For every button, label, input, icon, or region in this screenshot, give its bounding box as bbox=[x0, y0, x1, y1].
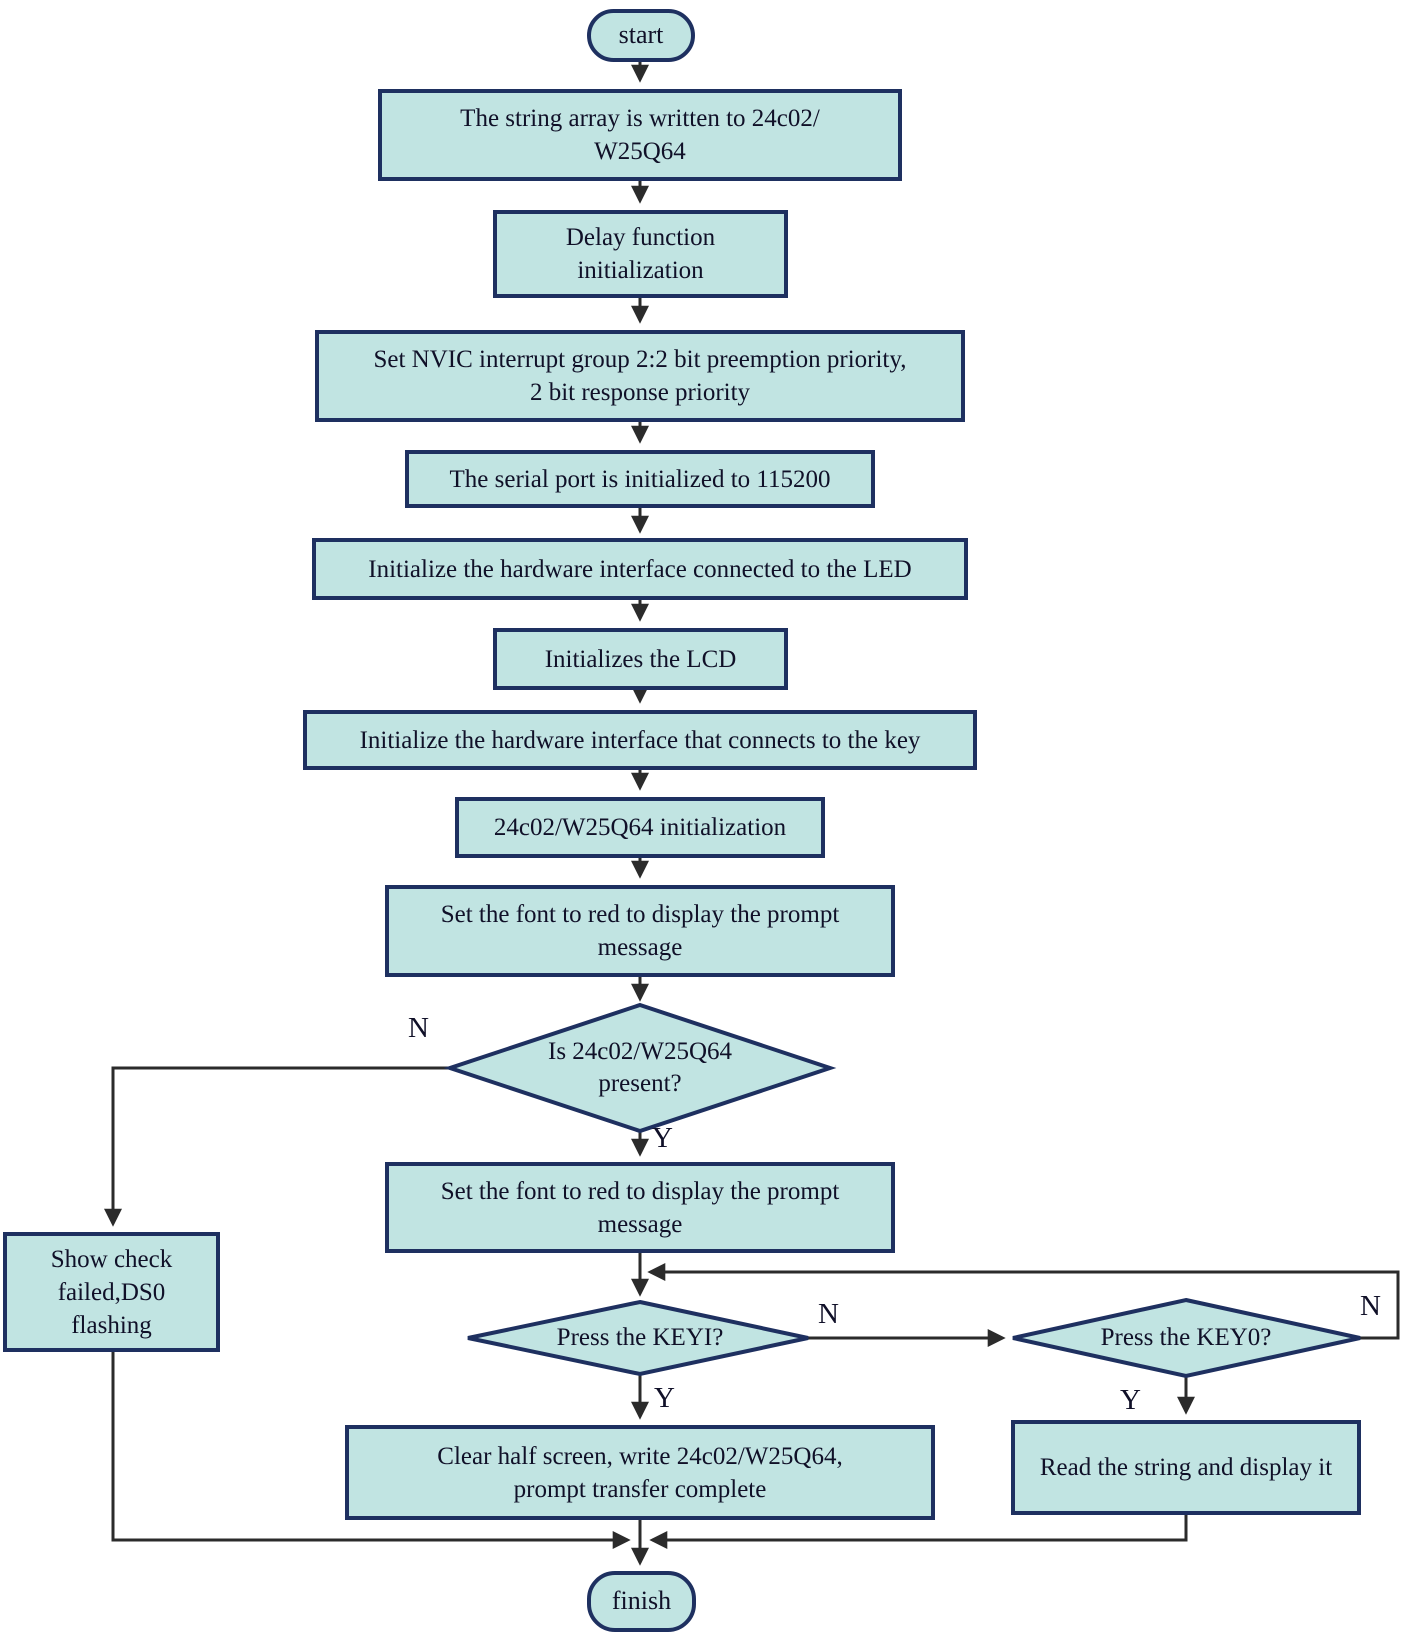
edge-press-key0-no-loopback-to-press-key1 bbox=[647, 1263, 1400, 1340]
node-delay-init: Delay function initialization bbox=[493, 210, 788, 298]
node-font-red-1: Set the font to red to display the promp… bbox=[385, 885, 895, 977]
node-press-key1-shape bbox=[467, 1299, 809, 1377]
node-lcd-init: Initializes the LCD bbox=[493, 628, 788, 690]
edge-label-press-key1-y: Y bbox=[654, 1382, 675, 1414]
node-font-red-2: Set the font to red to display the promp… bbox=[385, 1162, 895, 1253]
node-press-key0-shape bbox=[1012, 1297, 1361, 1379]
edge-label-press-key0-y: Y bbox=[1120, 1384, 1141, 1416]
edge-present-check-no-to-show-check-failed bbox=[104, 1066, 450, 1227]
edge-show-check-failed-to-finish-merge bbox=[111, 1352, 631, 1549]
node-read-string: Read the string and display it bbox=[1011, 1420, 1361, 1515]
node-write-string: The string array is written to 24c02/ W2… bbox=[378, 89, 902, 181]
node-chip-init: 24c02/W25Q64 initialization bbox=[455, 797, 825, 858]
node-start: start bbox=[587, 9, 695, 62]
edge-read-string-to-finish-merge bbox=[649, 1515, 1188, 1549]
node-press-key0-label: Press the KEY0? bbox=[1100, 1323, 1272, 1351]
edge-label-press-key1-n: N bbox=[818, 1298, 839, 1330]
node-serial-init: The serial port is initialized to 115200 bbox=[405, 450, 875, 508]
node-led-init: Initialize the hardware interface connec… bbox=[312, 538, 968, 600]
node-key-init: Initialize the hardware interface that c… bbox=[303, 710, 977, 770]
node-clear-half-screen: Clear half screen, write 24c02/W25Q64, p… bbox=[345, 1425, 935, 1520]
node-nvic-init: Set NVIC interrupt group 2:2 bit preempt… bbox=[315, 330, 965, 422]
node-show-check-failed: Show check failed,DS0 flashing bbox=[3, 1232, 220, 1352]
node-finish: finish bbox=[587, 1571, 696, 1632]
edge-label-present-check-n: N bbox=[408, 1012, 429, 1044]
node-present-check-label: Is 24c02/W25Q64 present? bbox=[548, 1037, 732, 1098]
node-present-check-shape bbox=[443, 1002, 837, 1134]
edge-label-present-check-y: Y bbox=[652, 1122, 673, 1154]
node-press-key1-label: Press the KEYI? bbox=[556, 1323, 724, 1351]
edge-label-press-key0-n: N bbox=[1360, 1290, 1381, 1322]
